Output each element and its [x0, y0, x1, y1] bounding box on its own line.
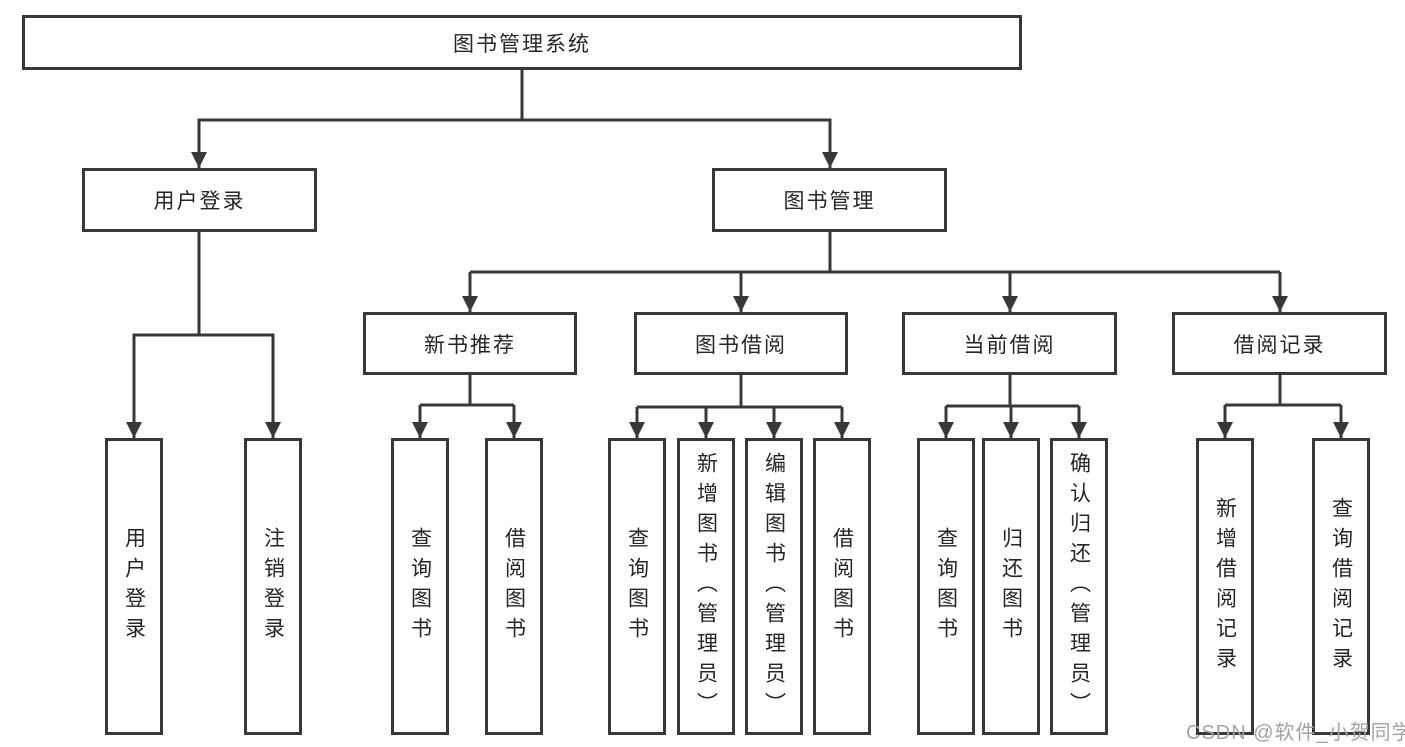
- leaf-query-borrow-record: 查询借阅记录: [1312, 438, 1370, 735]
- leaf-logout: 注销登录: [244, 438, 302, 735]
- csdn-watermark: CSDN @软件_小贺同学: [1186, 722, 1405, 744]
- leaf-query-books-current: 查询图书: [917, 438, 975, 735]
- node-borrowing-records: 借阅记录: [1172, 312, 1387, 375]
- leaf-label: 确认归还（管理员）: [1067, 451, 1091, 722]
- leaf-add-borrow-record: 新增借阅记录: [1196, 438, 1254, 735]
- leaf-add-book-admin: 新增图书（管理员）: [677, 438, 735, 735]
- node-label: 图书借阅: [695, 333, 787, 357]
- node-library-management-system: 图书管理系统: [22, 15, 1022, 70]
- leaf-borrow-books-borrowing: 借阅图书: [813, 438, 871, 735]
- leaf-label: 注销登录: [261, 526, 285, 647]
- leaf-return-book: 归还图书: [982, 438, 1040, 735]
- leaf-query-books-recommend: 查询图书: [391, 438, 449, 735]
- leaf-borrow-books-recommend: 借阅图书: [485, 438, 543, 735]
- leaf-label: 查询图书: [934, 526, 958, 647]
- leaf-label: 查询借阅记录: [1329, 496, 1353, 677]
- leaf-query-books-borrowing: 查询图书: [608, 438, 666, 735]
- node-label: 用户登录: [153, 190, 246, 213]
- leaf-edit-book-admin: 编辑图书（管理员）: [745, 438, 803, 735]
- leaf-label: 新增图书（管理员）: [694, 451, 718, 722]
- leaf-label: 查询图书: [625, 526, 649, 647]
- node-book-management: 图书管理: [712, 168, 947, 232]
- leaf-label: 编辑图书（管理员）: [762, 451, 786, 722]
- leaf-label: 借阅图书: [502, 526, 526, 647]
- node-user-login: 用户登录: [82, 168, 317, 232]
- leaf-user-login: 用户登录: [105, 438, 163, 735]
- leaf-label: 归还图书: [999, 526, 1023, 647]
- node-label: 当前借阅: [963, 333, 1056, 357]
- leaf-label: 用户登录: [122, 526, 146, 647]
- leaf-label: 新增借阅记录: [1213, 496, 1237, 677]
- node-label: 图书管理系统: [453, 32, 591, 56]
- node-label: 图书管理: [783, 190, 876, 213]
- leaf-label: 借阅图书: [830, 526, 854, 647]
- node-new-book-recommendation: 新书推荐: [363, 312, 577, 375]
- leaf-label: 查询图书: [408, 526, 432, 647]
- node-current-borrowing: 当前借阅: [902, 312, 1117, 375]
- node-book-borrowing: 图书借阅: [634, 312, 848, 375]
- leaf-confirm-return-admin: 确认归还（管理员）: [1050, 438, 1108, 735]
- node-label: 新书推荐: [424, 333, 516, 357]
- node-label: 借阅记录: [1233, 333, 1326, 357]
